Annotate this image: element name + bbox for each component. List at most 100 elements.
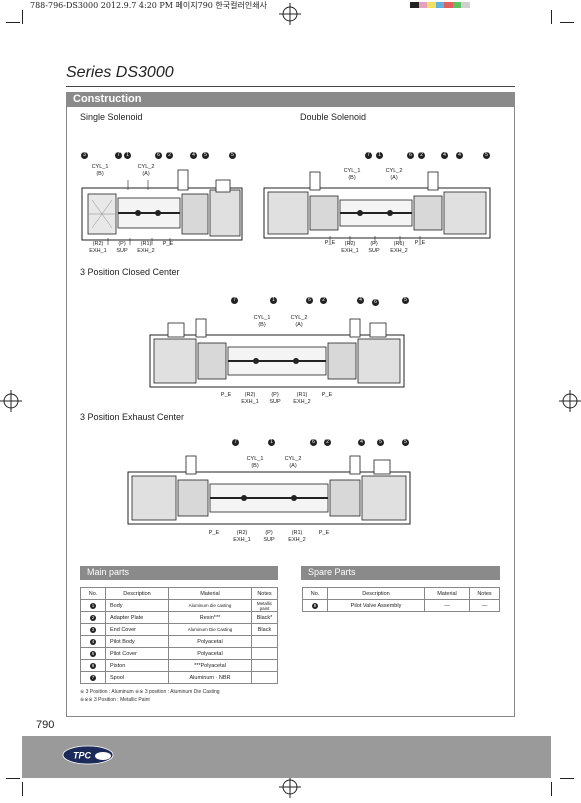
callout: 4 <box>441 152 448 159</box>
port-line-1: P_E <box>324 240 336 246</box>
row-number-badge: 4 <box>90 638 96 645</box>
cyl-2-label: CYL_2(A) <box>382 168 406 182</box>
port-label: P_E <box>158 241 178 248</box>
description-cell: End Cover <box>105 623 169 636</box>
column-header: Notes <box>251 587 278 600</box>
callout: 5 <box>402 439 409 446</box>
callout: 1 <box>376 152 383 159</box>
print-color-bar <box>410 2 471 8</box>
port-label: (R1)EXH_2 <box>292 392 312 406</box>
footnote: ※ 3 Position : Aluminum ※※ 3 position : … <box>80 689 220 695</box>
port-line-1: (R2) <box>344 241 356 247</box>
port-line-2: EXH_2 <box>288 537 306 543</box>
crop-mark <box>6 778 20 779</box>
notes-cell: Black <box>251 623 278 636</box>
column-header: No. <box>302 587 328 600</box>
callout: 2 <box>166 152 173 159</box>
cyl-1-label: CYL_1(B) <box>340 168 364 182</box>
port-line-1: (R1) <box>296 392 308 398</box>
port-label: P_E <box>216 392 236 399</box>
row-number-badge: 2 <box>90 614 96 621</box>
cyl-1-label: CYL_1(B) <box>88 164 112 178</box>
table-row: 6 Piston***Polyacetal <box>80 659 278 672</box>
exhaust-center-diagram <box>124 450 414 530</box>
crop-mark <box>560 22 574 23</box>
callout: 1 <box>268 439 275 446</box>
closed-center-drawing <box>149 318 405 388</box>
row-number-cell: 4 <box>80 635 106 648</box>
callout: 1 <box>270 297 277 304</box>
series-title: Series DS3000 <box>66 64 174 81</box>
material-cell: — <box>424 599 470 612</box>
port-line-1: P_E <box>162 241 174 247</box>
description-cell: Body <box>105 599 169 612</box>
cyl-1-text: CYL_1 <box>246 456 264 462</box>
cyl-1-sub: (B) <box>258 322 266 328</box>
port-label: (R2)EXH_1 <box>232 530 252 544</box>
notes-cell: Metallic paint <box>251 599 278 612</box>
row-number-cell: 2 <box>80 611 106 624</box>
description-cell: Piston <box>105 659 169 672</box>
callout: 5 <box>229 152 236 159</box>
cyl-1-sub: (B) <box>348 175 356 181</box>
cyl-1-sub: (B) <box>251 463 259 469</box>
port-line-2: EXH_1 <box>89 248 107 254</box>
port-label: (R1)EXH_2 <box>287 530 307 544</box>
port-line-1: (R2) <box>92 241 104 247</box>
material-cell: ***Polyacetal <box>168 659 252 672</box>
registration-mark-top <box>279 3 301 25</box>
port-line-1: (P) <box>118 241 126 247</box>
material-cell: Polyacetal <box>168 635 252 648</box>
port-line-2: EXH_1 <box>241 399 259 405</box>
callout: 7 <box>365 152 372 159</box>
table-header-row: No. Description Material Notes <box>302 587 500 600</box>
column-header: Material <box>168 587 252 600</box>
notes-cell <box>251 647 278 660</box>
port-line-2: SUP <box>269 399 281 405</box>
section-header: Construction <box>66 92 515 107</box>
callout: 6 <box>310 439 317 446</box>
description-cell: Pilot Valve Assembly <box>327 599 425 612</box>
callout: 4 <box>358 439 365 446</box>
double-solenoid-drawing <box>263 171 491 244</box>
column-header: Notes <box>469 587 500 600</box>
port-line-1: P_E <box>414 240 426 246</box>
port-label: (R2)EXH_1 <box>88 241 108 255</box>
cyl-2-sub: (A) <box>289 463 297 469</box>
port-line-2: EXH_2 <box>293 399 311 405</box>
column-header: Material <box>424 587 470 600</box>
callout: 6 <box>407 152 414 159</box>
column-header: Description <box>105 587 169 600</box>
row-number-badge: 6 <box>90 662 96 669</box>
cyl-1-text: CYL_1 <box>91 164 109 170</box>
material-cell: Polyacetal <box>168 647 252 660</box>
port-line-2: EXH_2 <box>137 248 155 254</box>
double-solenoid-diagram <box>260 160 495 250</box>
notes-cell <box>251 635 278 648</box>
callout: 5 <box>483 152 490 159</box>
row-number-badge: 7 <box>90 674 96 681</box>
table-header-row: No. Description Material Notes <box>80 587 278 600</box>
cyl-2-label: CYL_2(A) <box>134 164 158 178</box>
cyl-1-sub: (B) <box>96 171 104 177</box>
crop-mark <box>551 10 552 24</box>
cyl-1-label: CYL_1(B) <box>243 456 267 470</box>
port-label: (R1)EXH_2 <box>389 241 409 255</box>
content-frame <box>66 92 515 717</box>
port-line-1: (R2) <box>236 530 248 536</box>
registration-mark-left <box>0 390 22 412</box>
main-parts-header: Main parts <box>80 566 278 580</box>
row-number-cell: 1 <box>80 599 106 612</box>
cyl-2-text: CYL_2 <box>385 168 403 174</box>
callout: 6 <box>155 152 162 159</box>
port-line-1: (R1) <box>140 241 152 247</box>
row-number-cell: 5 <box>80 647 106 660</box>
callout: 5 <box>202 152 209 159</box>
port-line-1: (R1) <box>393 241 405 247</box>
column-header: Description <box>327 587 425 600</box>
